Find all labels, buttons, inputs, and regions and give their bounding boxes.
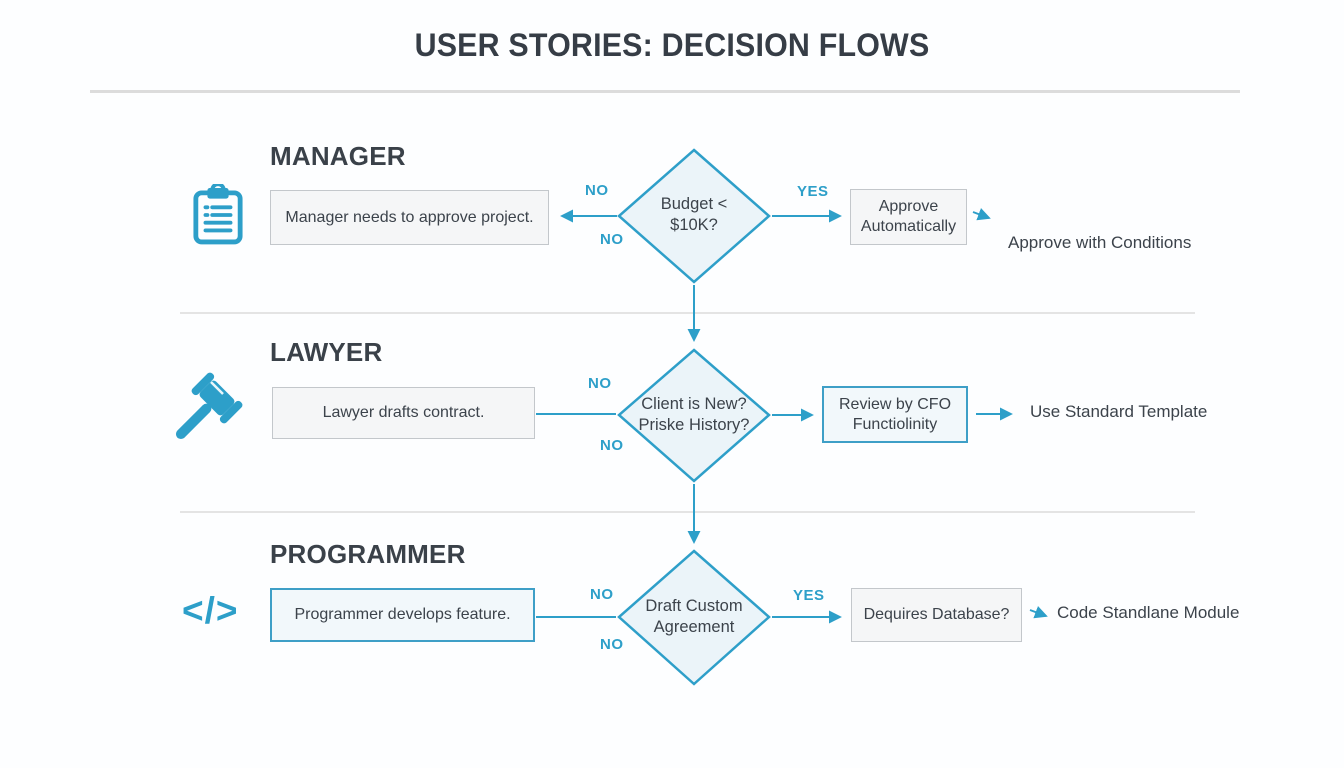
- row-divider-manager-lawyer: [180, 312, 1195, 314]
- code-icon: </>: [182, 590, 239, 631]
- title-divider: [90, 90, 1240, 93]
- task-box-manager: Manager needs to approve project.: [270, 190, 549, 245]
- outcome-text-manager: Approve with Conditions: [1008, 233, 1192, 252]
- branch-label-no-top-programmer: NO: [590, 586, 614, 603]
- branch-label-no-bottom-programmer: NO: [600, 636, 624, 653]
- row-heading-lawyer: LAWYER: [270, 337, 383, 367]
- decision-label-manager: Budget < $10K?: [660, 195, 728, 235]
- arrow-manager-to-outcome: [972, 208, 991, 221]
- task-box-programmer: Programmer develops feature.: [270, 588, 535, 642]
- branch-label-no-top-lawyer: NO: [588, 375, 612, 392]
- result-box-manager: Approve Automatically: [850, 189, 967, 245]
- gavel-icon: [173, 368, 255, 461]
- task-text-manager: Manager needs to approve project.: [285, 208, 534, 226]
- result-box-lawyer: Review by CFO Functiolinity: [822, 386, 968, 443]
- task-text-programmer: Programmer develops feature.: [294, 606, 511, 623]
- decision-label-lawyer: Client is New? Priske History?: [638, 395, 750, 435]
- task-box-lawyer: Lawyer drafts contract.: [272, 387, 535, 439]
- branch-label-no-bottom-manager: NO: [600, 231, 624, 248]
- result-box-programmer: Dequires Database?: [851, 588, 1022, 642]
- decision-label-programmer: Draft Custom Agreement: [645, 597, 743, 637]
- row-heading-programmer: PROGRAMMER: [270, 539, 466, 569]
- row-heading-manager: MANAGER: [270, 141, 406, 171]
- branch-label-no-bottom-lawyer: NO: [600, 437, 624, 454]
- arrow-programmer-to-outcome: [1029, 606, 1048, 619]
- outcome-text-lawyer: Use Standard Template: [1030, 402, 1208, 421]
- task-text-lawyer: Lawyer drafts contract.: [322, 404, 485, 421]
- branch-label-yes-programmer: YES: [793, 587, 825, 604]
- row-divider-lawyer-programmer: [180, 511, 1195, 513]
- page-title: USER STORIES: DECISION FLOWS: [414, 27, 930, 63]
- clipboard-icon: [192, 182, 244, 251]
- branch-label-yes-manager: YES: [797, 183, 829, 200]
- branch-label-no-top-manager: NO: [585, 182, 609, 199]
- outcome-text-programmer: Code Standlane Module: [1057, 603, 1240, 622]
